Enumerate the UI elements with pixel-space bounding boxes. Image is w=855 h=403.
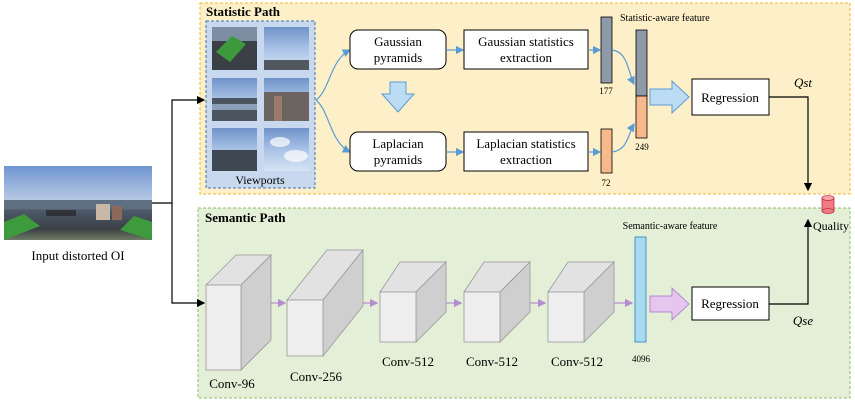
semantic-feature-label: Semantic-aware feature xyxy=(623,221,718,232)
qst-label: Qst xyxy=(794,75,812,90)
statistic-path-title: Statistic Path xyxy=(206,4,281,19)
conv-layer-1 xyxy=(205,254,272,371)
conv-layer-3-label: Conv-512 xyxy=(382,354,434,369)
laplacian-pyramids-line2: pyramids xyxy=(374,152,422,167)
conv-layer-4 xyxy=(463,261,531,343)
viewports-label: Viewports xyxy=(235,173,285,187)
statistic-to-regression-arrow xyxy=(649,79,690,115)
input-image xyxy=(4,166,152,240)
gaussian-extraction-line1: Gaussian statistics xyxy=(478,34,574,49)
gaussian-extraction-box xyxy=(463,29,589,70)
gaussian-to-laplacian-arrow xyxy=(380,81,416,113)
laplacian-pyramids-line1: Laplacian xyxy=(372,136,424,151)
qse-label: Qse xyxy=(793,313,813,328)
conv-layer-2-label: Conv-256 xyxy=(290,369,343,384)
viewport-thumbnails xyxy=(212,27,309,171)
semantic-to-regression-arrow xyxy=(649,286,690,322)
semantic-path-title: Semantic Path xyxy=(205,210,286,225)
conv-layer-3 xyxy=(379,261,447,343)
combined-orange-segment xyxy=(635,95,648,139)
semantic-regression-box xyxy=(691,286,770,321)
semantic-feature-bar xyxy=(634,236,647,343)
semantic-regression-label: Regression xyxy=(701,296,759,311)
input-to-semantic-arrow xyxy=(171,203,206,308)
conv-layer-1-label: Conv-96 xyxy=(209,376,255,391)
viewport-to-laplacian-arrow xyxy=(315,99,352,153)
laplacian-extraction-line2: extraction xyxy=(500,152,552,167)
viewport-to-gaussian-arrow xyxy=(315,49,352,101)
gaussian-dim-label: 177 xyxy=(599,86,613,96)
laplacian-extraction-box xyxy=(463,131,589,172)
semantic-dim-label: 4096 xyxy=(632,354,651,364)
statistic-feature-label: Statistic-aware feature xyxy=(620,13,710,24)
input-label: Input distorted OI xyxy=(31,248,124,263)
gaussian-bar-to-combined-arrow xyxy=(611,49,635,86)
conv-layer-2 xyxy=(286,248,364,358)
laplacian-bar-to-combined-arrow xyxy=(611,122,635,153)
conv-layer-4-label: Conv-512 xyxy=(466,354,518,369)
laplacian-feature-bar xyxy=(600,128,613,174)
gaussian-feature-bar xyxy=(600,16,613,84)
viewport-thumb-6 xyxy=(264,128,309,171)
qst-to-quality-arrow xyxy=(769,96,813,192)
combined-dim-label: 249 xyxy=(635,142,649,152)
quality-cylinder-icon xyxy=(821,195,835,214)
laplacian-extraction-line1: Laplacian statistics xyxy=(476,136,575,151)
laplacian-dim-label: 72 xyxy=(602,178,611,188)
qse-to-quality-arrow xyxy=(769,218,813,305)
gaussian-pyramids-line1: Gaussian xyxy=(374,34,422,49)
gaussian-pyramids-line2: pyramids xyxy=(374,50,422,65)
combined-gray-segment xyxy=(635,29,648,97)
input-to-statistic-arrow xyxy=(152,95,206,204)
conv-layer-5-label: Conv-512 xyxy=(551,354,603,369)
statistic-regression-label: Regression xyxy=(701,90,759,105)
conv-layer-5 xyxy=(547,261,615,343)
quality-label: Quality xyxy=(813,219,849,233)
gaussian-extraction-line2: extraction xyxy=(500,50,552,65)
